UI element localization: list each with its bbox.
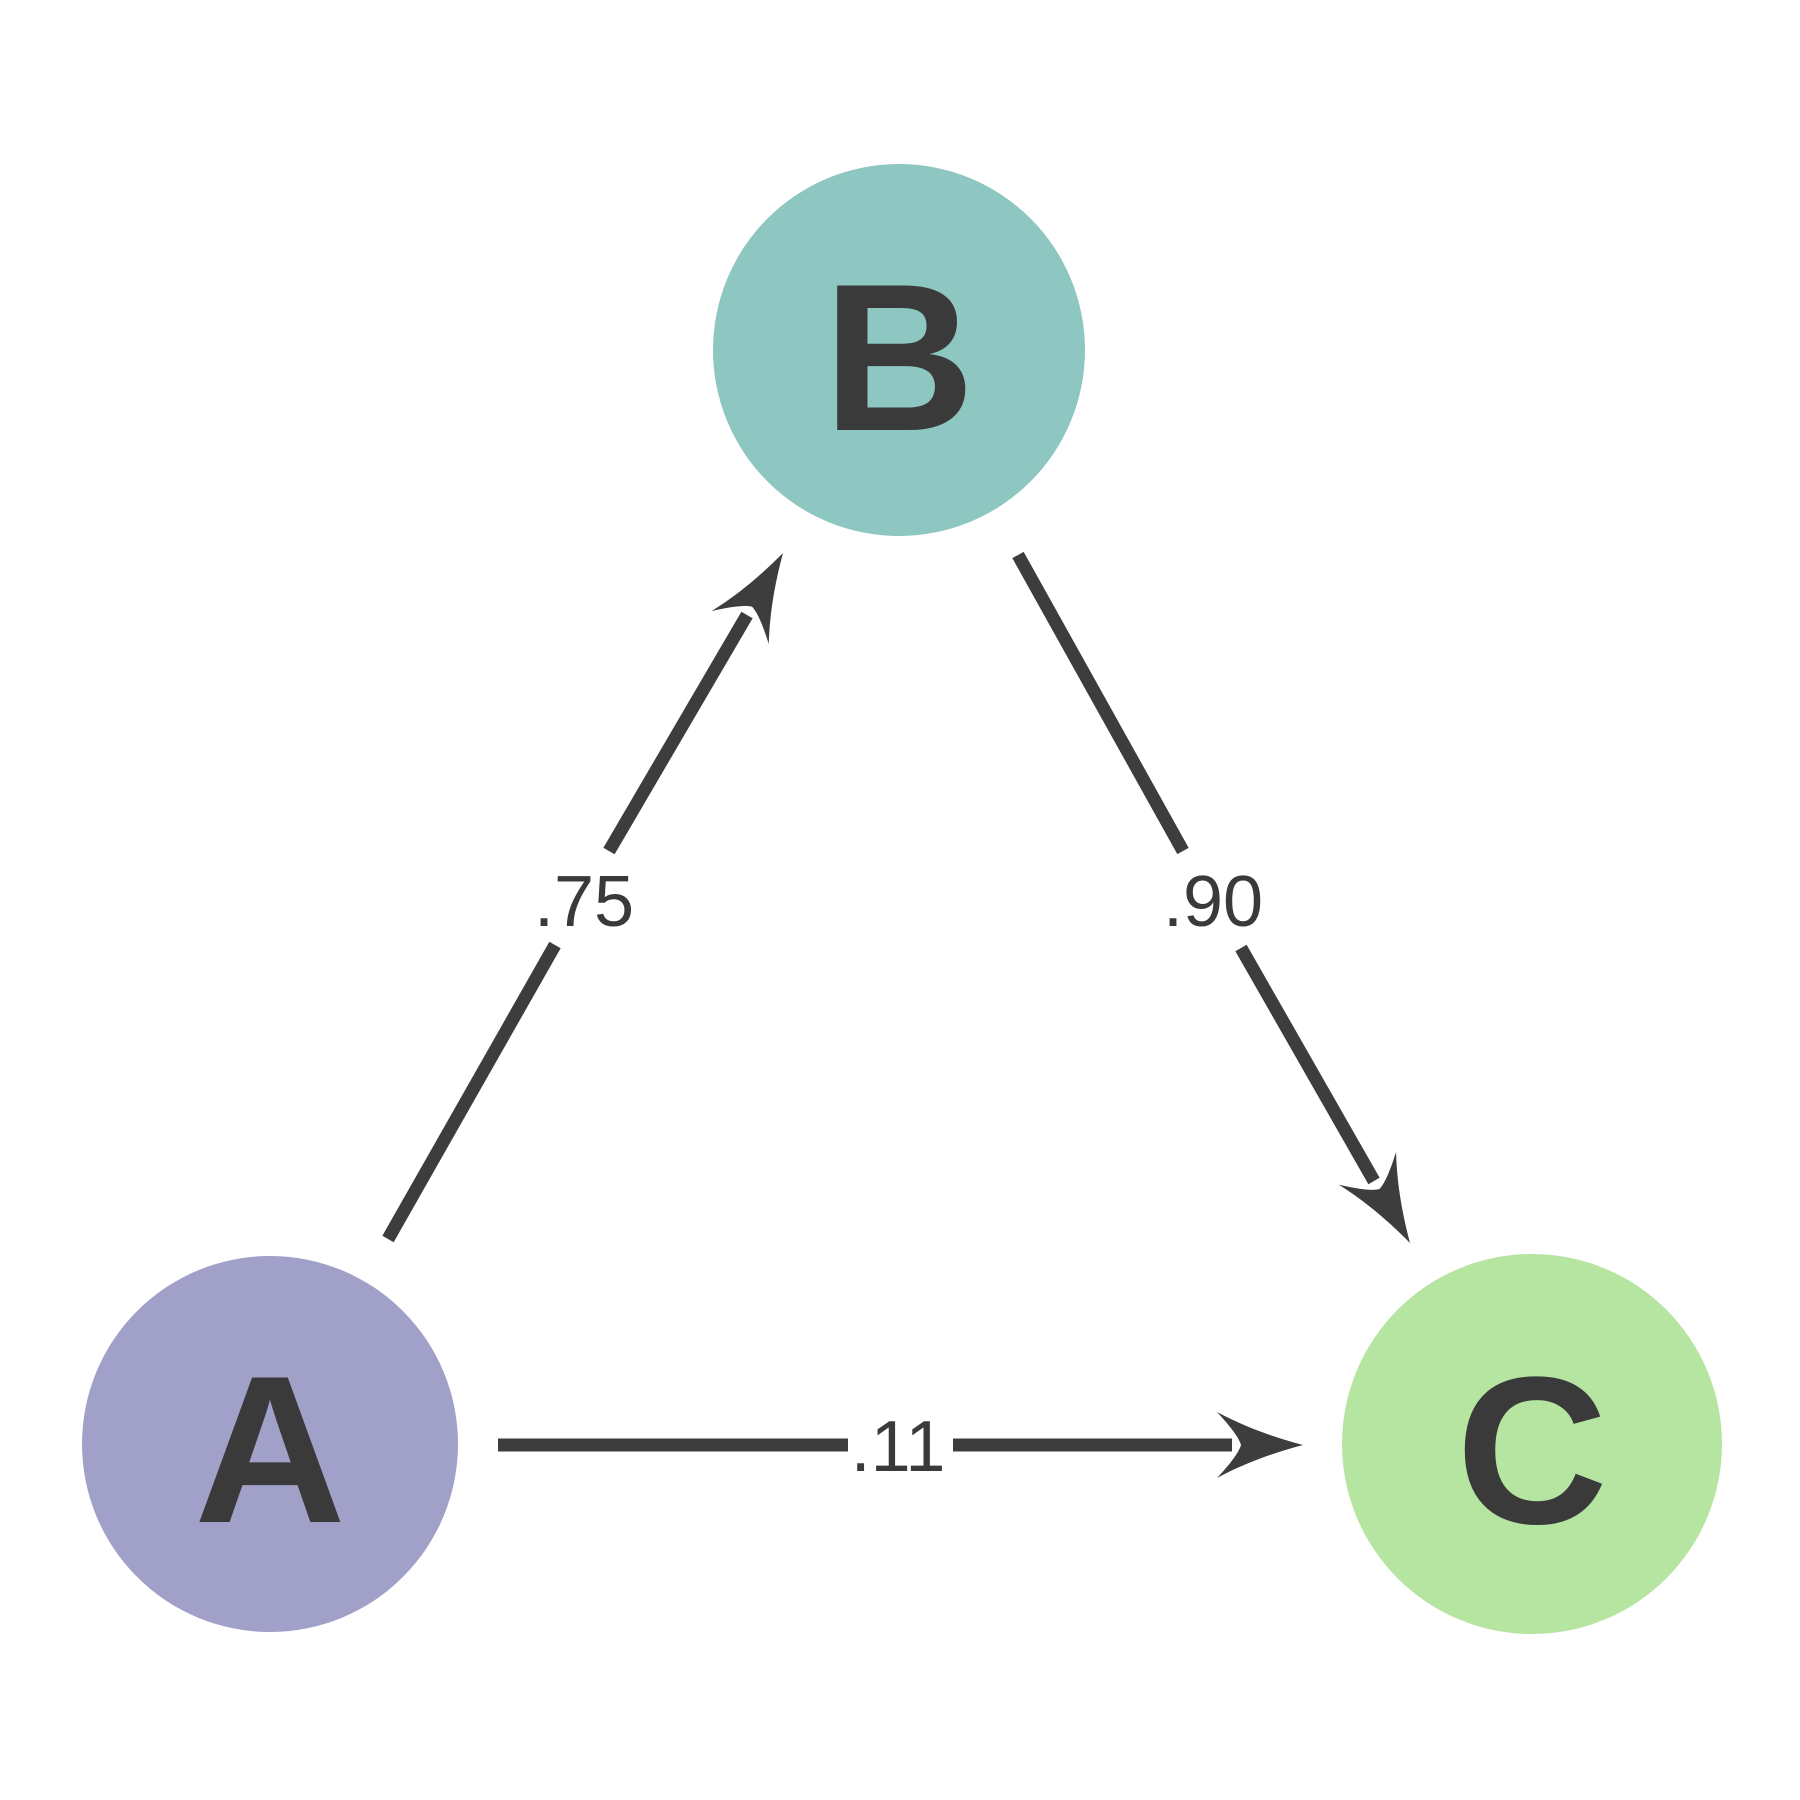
node-c-circle xyxy=(1342,1254,1722,1634)
edge-a-b-shaft-end xyxy=(603,611,753,855)
node-a-label: A xyxy=(194,1332,346,1567)
node-a: A xyxy=(82,1256,458,1632)
edges-layer: .75 .90 .11 xyxy=(382,551,1410,1487)
edge-b-c: .90 xyxy=(1012,551,1410,1243)
edge-a-b-arrowhead-icon xyxy=(711,553,783,645)
edge-a-c: .11 xyxy=(498,1407,1303,1487)
edge-a-b-weight-label: .75 xyxy=(534,862,634,942)
node-c: C xyxy=(1342,1254,1722,1634)
node-b: B xyxy=(713,164,1085,536)
nodes-layer: A B C xyxy=(82,164,1722,1634)
edge-b-c-weight-label: .90 xyxy=(1163,862,1263,942)
edge-a-c-weight-label: .11 xyxy=(851,1407,946,1487)
edge-b-c-arrowhead-icon xyxy=(1338,1151,1410,1243)
node-b-label: B xyxy=(823,240,975,475)
edge-b-c-shaft-start xyxy=(1012,551,1189,855)
edge-a-b: .75 xyxy=(382,553,783,1243)
node-b-circle xyxy=(713,164,1085,536)
edge-a-c-arrowhead-icon xyxy=(1217,1412,1303,1478)
node-a-circle xyxy=(82,1256,458,1632)
edge-b-c-shaft-end xyxy=(1235,944,1380,1185)
node-c-label: C xyxy=(1456,1333,1608,1568)
edge-a-b-shaft-start xyxy=(382,941,561,1243)
